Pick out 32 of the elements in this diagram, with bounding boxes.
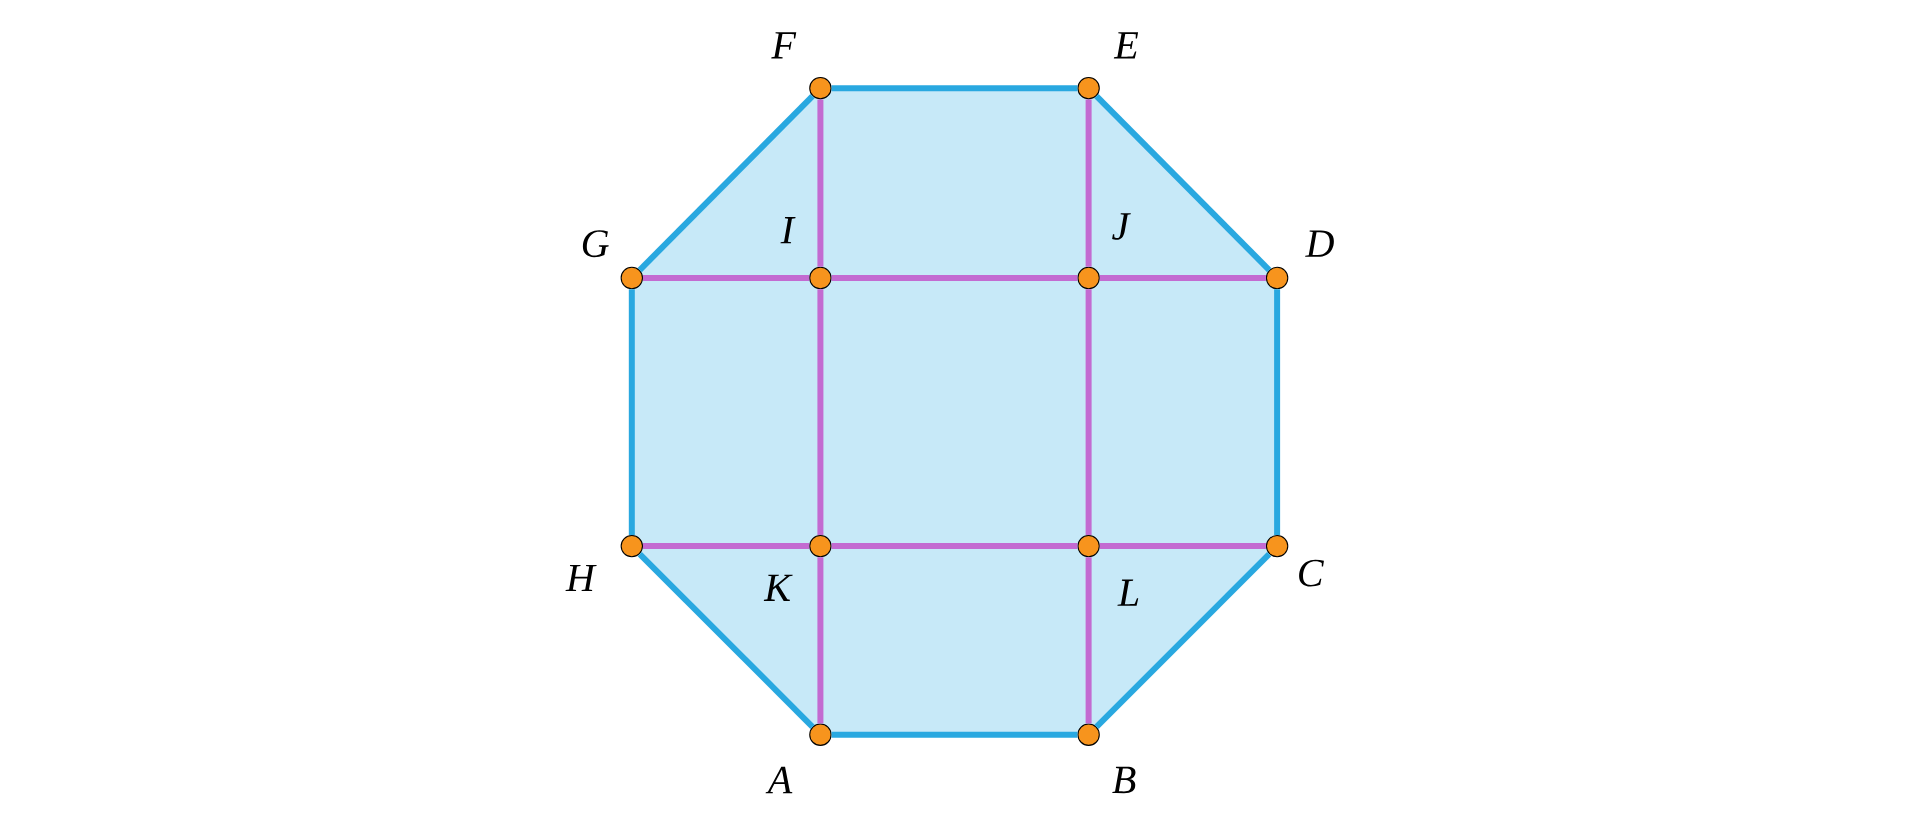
line-segment [817, 289, 824, 535]
line-segment [1085, 289, 1092, 535]
line-segment [817, 99, 824, 267]
point-label: D [1305, 230, 1334, 257]
point-label: L [1117, 579, 1139, 606]
point-label: B [1112, 766, 1136, 794]
line-segment [637, 94, 815, 273]
point-label: J [1112, 213, 1131, 240]
line-segment [831, 543, 1078, 550]
line-segment [1099, 275, 1266, 281]
line-segment [637, 551, 815, 729]
line-segment [831, 275, 1078, 281]
point-label: K [763, 574, 793, 601]
point-label: H [565, 564, 597, 592]
line-segment [1085, 99, 1092, 267]
point-label: A [765, 766, 793, 794]
line-segment [628, 289, 635, 535]
line-segment [1094, 551, 1272, 729]
point-label: E [1113, 32, 1139, 59]
line-segment [1099, 543, 1266, 550]
line-segment [831, 731, 1078, 738]
point-label: I [780, 217, 796, 244]
line-segment [643, 275, 810, 281]
line-segment [1274, 289, 1281, 535]
line-segment [1094, 94, 1272, 273]
line-segment [1085, 557, 1092, 724]
line-segment [831, 85, 1078, 92]
point-label: C [1299, 559, 1324, 587]
line-segment [817, 557, 824, 724]
point-label: F [771, 32, 797, 59]
line-segment [643, 543, 810, 550]
point-label: G [582, 230, 609, 258]
